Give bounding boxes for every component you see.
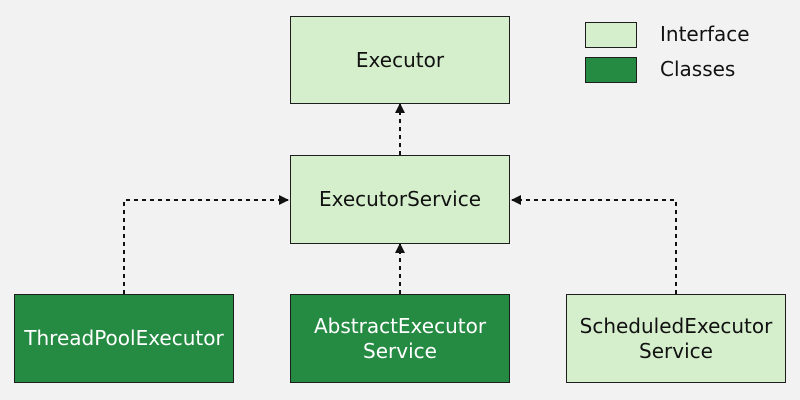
node-executor: Executor (290, 16, 510, 104)
node-scheduledexecutorservice-label: ScheduledExecutor Service (579, 313, 773, 363)
node-abstractexecutorservice-label: AbstractExecutor Service (313, 313, 487, 363)
legend-classes-label: Classes (660, 57, 736, 81)
node-executor-label: Executor (355, 47, 445, 72)
legend-interface-swatch (585, 22, 637, 48)
node-executorservice-label: ExecutorService (318, 187, 482, 211)
node-scheduledexecutorservice: ScheduledExecutor Service (566, 294, 786, 383)
node-threadpoolexecutor: ThreadPoolExecutor (14, 294, 234, 383)
legend-classes-swatch (585, 57, 637, 83)
node-executorservice: ExecutorService (290, 155, 510, 244)
edge-scheduledexecutorservice-to-executorservice (511, 195, 677, 294)
node-threadpoolexecutor-label: ThreadPoolExecutor (24, 326, 224, 350)
edge-threadpoolexecutor-to-executorservice (123, 195, 289, 294)
node-abstractexecutorservice: AbstractExecutor Service (290, 294, 510, 383)
legend-interface-label: Interface (660, 22, 750, 46)
